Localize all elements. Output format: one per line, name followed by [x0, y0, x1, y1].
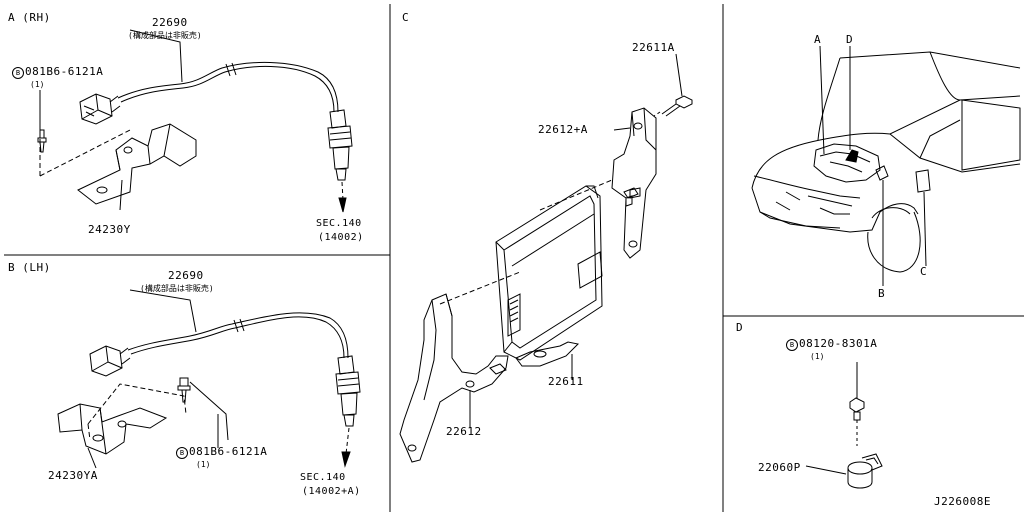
vehicle-callout-a[interactable]: A	[814, 33, 822, 46]
knock-sensor-bolt-drawing	[850, 362, 864, 446]
knock-sensor-drawing	[848, 454, 882, 488]
bolt-rh-qty: (1)	[30, 80, 45, 89]
ecm-bracket-top-drawing	[540, 108, 656, 258]
vehicle-callout-b[interactable]: B	[878, 287, 886, 300]
sec-ref-lh-line1[interactable]: SEC.140	[300, 472, 346, 483]
sec-ref-lh-line2: (14002+A)	[302, 486, 361, 497]
bolt-b-symbol-icon: B	[786, 339, 798, 351]
bracket-lh-drawing	[58, 378, 228, 454]
vehicle-drawing	[752, 46, 1020, 286]
ecm-unit-drawing	[496, 186, 638, 366]
part-note-rh: (構成部品は非販売)	[128, 31, 202, 40]
vehicle-callout-c[interactable]: C	[920, 265, 928, 278]
part-number-081b6-lh: 081B6-6121A	[189, 445, 268, 458]
diagram-id: J226008E	[934, 495, 991, 508]
part-number-24230ya[interactable]: 24230YA	[48, 469, 98, 482]
sec-ref-rh-line2: (14002)	[318, 232, 364, 243]
part-number-22611[interactable]: 22611	[548, 375, 584, 388]
part-number-22611a[interactable]: 22611A	[632, 41, 675, 54]
part-number-08120: 08120-8301A	[799, 337, 878, 350]
bolt-b-symbol-icon: B	[12, 67, 24, 79]
bolt-d-qty: (1)	[810, 352, 825, 361]
part-number-22690-rh[interactable]: 22690	[152, 16, 188, 29]
part-note-lh: (構成部品は非販売)	[140, 284, 214, 293]
leader-lines	[40, 30, 846, 474]
part-number-22060p[interactable]: 22060P	[758, 461, 801, 474]
o2-sensor-lh-drawing	[90, 313, 360, 466]
bracket-rh-drawing	[38, 124, 196, 204]
part-number-22690-lh[interactable]: 22690	[168, 269, 204, 282]
section-d-label: D	[736, 321, 744, 334]
section-b-label: B (LH)	[8, 261, 51, 274]
ecm-bracket-bottom-drawing	[400, 272, 520, 462]
ecm-bolt-drawing	[654, 96, 692, 116]
section-c-label: C	[402, 11, 410, 24]
part-number-22612[interactable]: 22612	[446, 425, 482, 438]
vehicle-callout-d[interactable]: D	[846, 33, 854, 46]
section-a-label: A (RH)	[8, 11, 51, 24]
o2-sensor-rh-drawing	[80, 62, 352, 212]
bolt-lh-qty: (1)	[196, 460, 211, 469]
part-number-24230y[interactable]: 24230Y	[88, 223, 131, 236]
bolt-b-symbol-icon: B	[176, 447, 188, 459]
part-number-081b6-rh: 081B6-6121A	[25, 65, 104, 78]
part-number-22612a[interactable]: 22612+A	[538, 123, 588, 136]
sec-ref-rh-line1[interactable]: SEC.140	[316, 218, 362, 229]
